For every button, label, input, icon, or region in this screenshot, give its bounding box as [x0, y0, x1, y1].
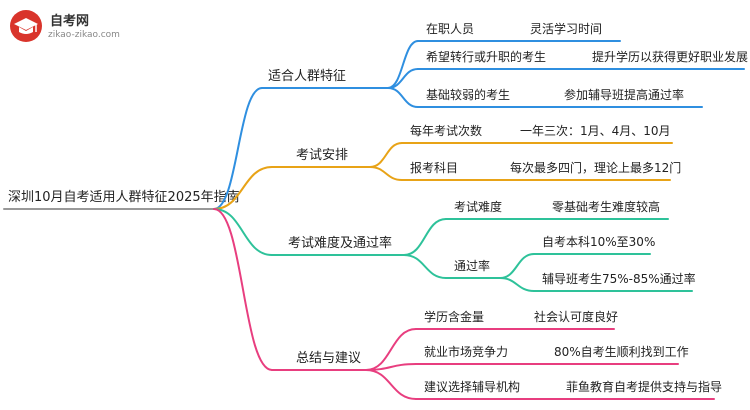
- sub-topic-label: 报考科目: [410, 160, 458, 175]
- branch-label: 考试难度及通过率: [288, 235, 392, 251]
- sub-topic-connector: [369, 142, 403, 168]
- branch-connector: [213, 208, 273, 256]
- detail-label: 零基础考生难度较高: [552, 199, 660, 214]
- sub-topic-connector: [403, 218, 447, 256]
- sub-topic-label: 建议选择辅导机构: [424, 379, 520, 394]
- branch-label: 总结与建议: [296, 351, 361, 366]
- detail-label: 80%自考生顺利找到工作: [554, 345, 689, 359]
- detail-label: 社会认可度良好: [534, 309, 618, 324]
- detail-label: 参加辅导班提高通过率: [564, 87, 684, 102]
- sub-topic-connector: [387, 40, 419, 89]
- detail-label: 自考本科10%至30%: [542, 235, 655, 249]
- branch-connector: [213, 166, 273, 210]
- branch-connector: [213, 208, 273, 371]
- logo-url: zikao-zikao.com: [48, 30, 120, 40]
- sub-topic-connector: [365, 369, 417, 400]
- detail-connector: [499, 253, 535, 279]
- sub-topic-connector: [387, 87, 419, 108]
- branch-label: 考试安排: [296, 148, 348, 163]
- logo-title: 自考网: [50, 14, 90, 29]
- detail-connector: [499, 277, 535, 292]
- detail-label: 菲鱼教育自考提供支持与指导: [566, 379, 722, 394]
- sub-topic-connector: [403, 254, 447, 279]
- graduation-cap-icon: [10, 10, 42, 42]
- detail-label: 辅导班考生75%-85%通过率: [542, 271, 696, 286]
- sub-topic-label: 学历含金量: [424, 309, 484, 324]
- detail-label: 灵活学习时间: [530, 21, 602, 36]
- sub-topic-label: 通过率: [454, 258, 490, 273]
- sub-topic-label: 就业市场竞争力: [424, 344, 508, 359]
- sub-topic-label: 在职人员: [426, 22, 474, 36]
- sub-topic-connector: [365, 363, 417, 371]
- sub-topic-connector: [369, 166, 403, 181]
- sub-topic-label: 希望转行或升职的考生: [426, 49, 546, 64]
- sub-topic-label: 每年考试次数: [410, 123, 482, 138]
- sub-topic-label: 考试难度: [454, 199, 502, 214]
- site-logo[interactable]: 自考网 zikao-zikao.com: [8, 8, 138, 52]
- detail-label: 提升学历以获得更好职业发展: [592, 49, 748, 64]
- root-topic-label: 深圳10月自考适用人群特征2025年指南: [8, 189, 240, 205]
- sub-topic-label: 基础较弱的考生: [426, 87, 510, 102]
- detail-label: 每次最多四门，理论上最多12门: [510, 160, 681, 175]
- branch-label: 适合人群特征: [268, 69, 346, 84]
- detail-label: 一年三次：1月、4月、10月: [520, 124, 671, 138]
- branch-connector: [213, 87, 263, 210]
